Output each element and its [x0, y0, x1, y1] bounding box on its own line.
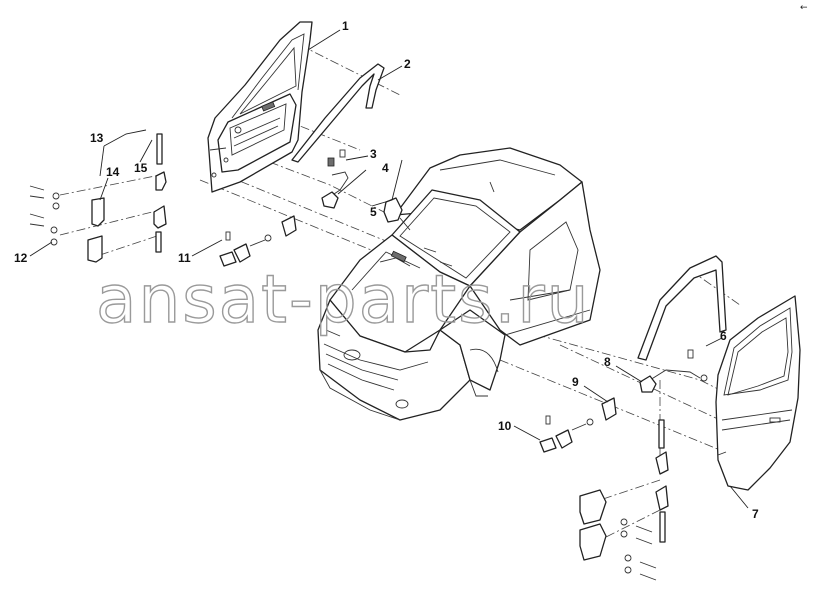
watermark: ansat-parts.ru: [96, 261, 590, 338]
lock-parts-right: [639, 349, 708, 393]
callout-1: 1: [342, 19, 349, 33]
callout-12: 12: [14, 251, 28, 265]
vehicle-cab: [317, 147, 601, 421]
left-door-assembly: [207, 21, 313, 193]
left-hinges: [29, 133, 167, 263]
callout-7: 7: [752, 507, 759, 521]
right-window-channel: [637, 255, 727, 361]
callout-8: 8: [604, 355, 611, 369]
callout-9: 9: [572, 375, 579, 389]
callout-labels: 1 2 3 4 5 6 7 8 9 10 11 12 13 14 15: [14, 19, 759, 521]
callout-11: 11: [178, 251, 191, 265]
callout-10: 10: [498, 419, 512, 433]
lock-parts-left: [321, 149, 349, 209]
left-latch: [219, 215, 297, 267]
corner-mark: ←: [800, 3, 808, 13]
callout-15: 15: [134, 161, 148, 175]
callout-6: 6: [720, 329, 727, 343]
right-latch: [539, 397, 617, 453]
right-hinges: [579, 419, 669, 581]
callout-4: 4: [382, 161, 389, 175]
right-door-assembly: [715, 295, 801, 491]
callout-5: 5: [370, 205, 377, 219]
callout-3: 3: [370, 147, 377, 161]
callout-14: 14: [106, 165, 120, 179]
callout-13: 13: [90, 131, 104, 145]
leader-lines: [29, 29, 749, 509]
callout-2: 2: [404, 57, 411, 71]
left-window-channel: [291, 63, 385, 163]
